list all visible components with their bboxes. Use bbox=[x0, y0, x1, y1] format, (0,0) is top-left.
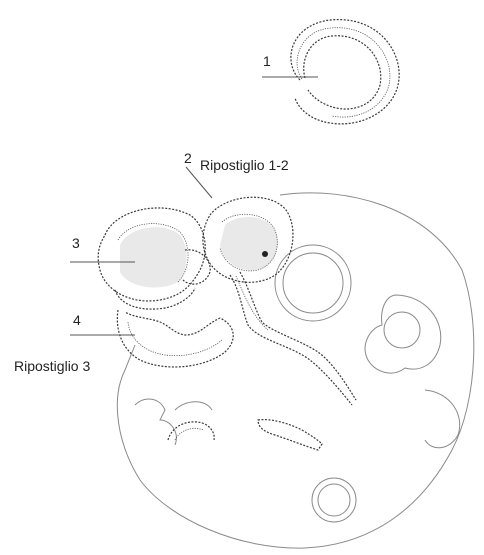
label-ripostiglio-3: Ripostiglio 3 bbox=[14, 358, 90, 374]
circle-room-d bbox=[312, 478, 356, 522]
structure-1 bbox=[291, 20, 399, 124]
structure-4 bbox=[115, 288, 233, 367]
label-2: 2 bbox=[184, 150, 192, 166]
circle-room-a bbox=[275, 245, 351, 321]
label-4: 4 bbox=[73, 312, 81, 328]
room-b bbox=[365, 295, 441, 373]
room-c bbox=[425, 390, 460, 448]
label-3: 3 bbox=[72, 235, 80, 251]
wall-fragment bbox=[258, 420, 322, 450]
label-ripostiglio-1-2: Ripostiglio 1-2 bbox=[200, 157, 289, 173]
connecting-wall bbox=[230, 272, 356, 405]
label-1: 1 bbox=[263, 53, 271, 69]
structure-3 bbox=[98, 208, 210, 301]
structure-2 bbox=[203, 197, 293, 282]
